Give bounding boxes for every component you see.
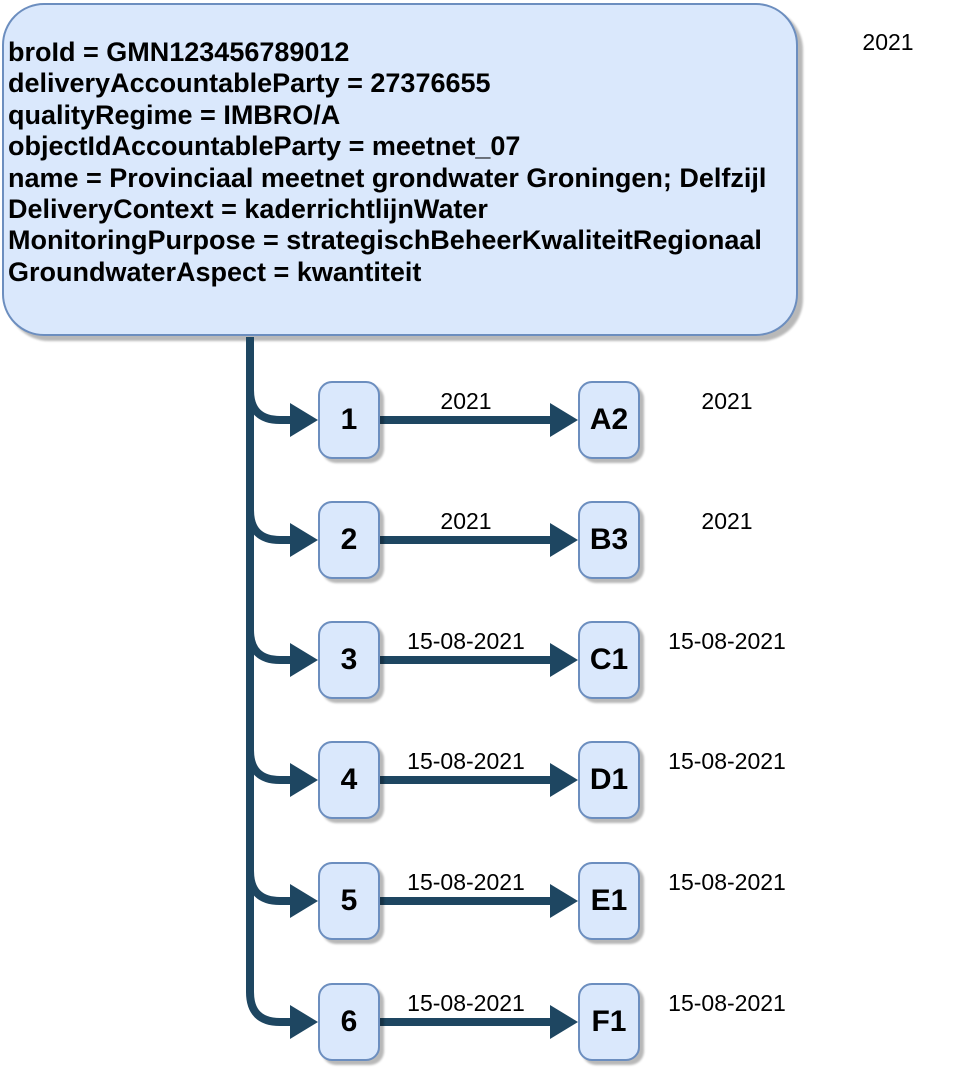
branch-elbow-1: [246, 389, 292, 424]
target-node-f1: F1: [578, 983, 640, 1061]
branch-arrowhead-4: [290, 763, 318, 797]
branch-elbow-3: [246, 629, 292, 664]
gmn-property-groundwater-aspect: GroundwaterAspect = kwantiteit: [8, 256, 422, 287]
branch-arrowhead-3: [290, 643, 318, 677]
row-annotation-1: 2021: [701, 388, 753, 414]
branch-elbow-4: [246, 749, 292, 784]
gmn-property-delivery-context: DeliveryContext = kaderrichtlijnWater: [8, 194, 488, 225]
target-node-e1: E1: [578, 862, 640, 940]
branch-arrowhead-1: [290, 403, 318, 437]
trunk-connector: [246, 337, 292, 1026]
target-node-a2: A2: [578, 381, 640, 459]
edge-label-1: 2021: [440, 388, 492, 414]
gmn-property-delivery-accountable-party: deliveryAccountableParty = 27376655: [8, 68, 491, 99]
row-annotation-2: 2021: [701, 508, 753, 534]
source-node-6: 6: [318, 983, 380, 1061]
branch-arrowhead-2: [290, 523, 318, 557]
source-node-5: 5: [318, 862, 380, 940]
branch-elbow-2: [246, 509, 292, 544]
row-annotation-3: 15-08-2021: [668, 628, 786, 654]
edge-label-3: 15-08-2021: [407, 628, 525, 654]
target-node-b3: B3: [578, 501, 640, 579]
edge-label-5: 15-08-2021: [407, 869, 525, 895]
gmn-property-quality-regime: qualityRegime = IMBRO/A: [8, 99, 341, 130]
target-node-c1: C1: [578, 621, 640, 699]
row-annotation-6: 15-08-2021: [668, 990, 786, 1016]
gmn-properties-node: broId = GMN123456789012 deliveryAccounta…: [2, 3, 798, 336]
gmn-property-object-id-accountable-party: objectIdAccountableParty = meetnet_07: [8, 131, 521, 162]
edge-arrowhead-6: [550, 1005, 578, 1039]
edge-arrowhead-3: [550, 643, 578, 677]
edge-arrowhead-5: [550, 884, 578, 918]
edge-label-4: 15-08-2021: [407, 748, 525, 774]
source-node-3: 3: [318, 621, 380, 699]
row-annotation-4: 15-08-2021: [668, 748, 786, 774]
branch-elbow-5: [246, 870, 292, 905]
branch-arrowhead-5: [290, 884, 318, 918]
edge-label-6: 15-08-2021: [407, 990, 525, 1016]
source-node-4: 4: [318, 741, 380, 819]
gmn-property-monitoring-purpose: MonitoringPurpose = strategischBeheerKwa…: [8, 225, 762, 256]
edge-arrowhead-2: [550, 523, 578, 557]
edge-arrowhead-1: [550, 403, 578, 437]
edge-label-2: 2021: [440, 508, 492, 534]
gmn-property-name: name = Provinciaal meetnet grondwater Gr…: [8, 162, 767, 193]
row-annotation-5: 15-08-2021: [668, 869, 786, 895]
edge-arrowhead-4: [550, 763, 578, 797]
source-node-1: 1: [318, 381, 380, 459]
target-node-d1: D1: [578, 741, 640, 819]
root-year-annotation: 2021: [862, 29, 914, 55]
source-node-2: 2: [318, 501, 380, 579]
gmn-property-broid: broId = GMN123456789012: [8, 37, 350, 67]
branch-arrowhead-6: [290, 1005, 318, 1039]
